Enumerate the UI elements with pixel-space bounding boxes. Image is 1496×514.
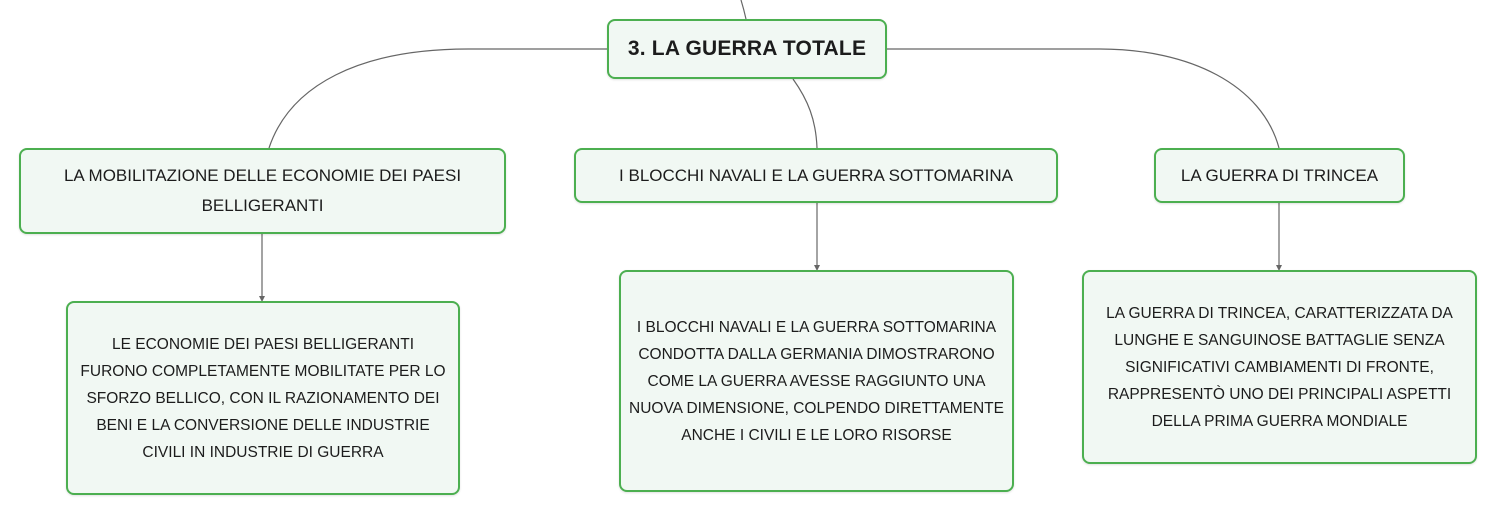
branch-node-guerra-trincea[interactable]: LA GUERRA DI TRINCEA — [1154, 148, 1405, 203]
branch-node-mobilitazione[interactable]: LA MOBILITAZIONE DELLE ECONOMIE DEI PAES… — [19, 148, 506, 234]
detail-node-mobilitazione[interactable]: LE ECONOMIE DEI PAESI BELLIGERANTI FURON… — [66, 301, 460, 495]
connector-from-parent — [740, 0, 747, 20]
branch-node-label: LA MOBILITAZIONE DELLE ECONOMIE DEI PAES… — [63, 166, 462, 215]
branch-node-label: LA GUERRA DI TRINCEA — [1180, 165, 1379, 185]
detail-node-text: LA GUERRA DI TRINCEA, CARATTERIZZATA DA … — [1106, 304, 1453, 430]
branch-node-label: I BLOCCHI NAVALI E LA GUERRA SOTTOMARINA — [619, 165, 1013, 185]
detail-node-guerra-trincea[interactable]: LA GUERRA DI TRINCEA, CARATTERIZZATA DA … — [1082, 270, 1477, 464]
detail-node-text: LE ECONOMIE DEI PAESI BELLIGERANTI FURON… — [80, 335, 446, 461]
detail-node-blocchi-navali[interactable]: I BLOCCHI NAVALI E LA GUERRA SOTTOMARINA… — [619, 270, 1014, 492]
connector-root-to-blocchi — [792, 78, 818, 149]
detail-node-text: I BLOCCHI NAVALI E LA GUERRA SOTTOMARINA… — [629, 318, 1004, 444]
connector-root-to-economie — [268, 48, 607, 149]
branch-node-blocchi-navali[interactable]: I BLOCCHI NAVALI E LA GUERRA SOTTOMARINA — [574, 148, 1058, 203]
root-node-label: 3. LA GUERRA TOTALE — [627, 37, 867, 60]
root-node[interactable]: 3. LA GUERRA TOTALE — [607, 19, 887, 79]
connector-root-to-trincea — [887, 48, 1280, 149]
